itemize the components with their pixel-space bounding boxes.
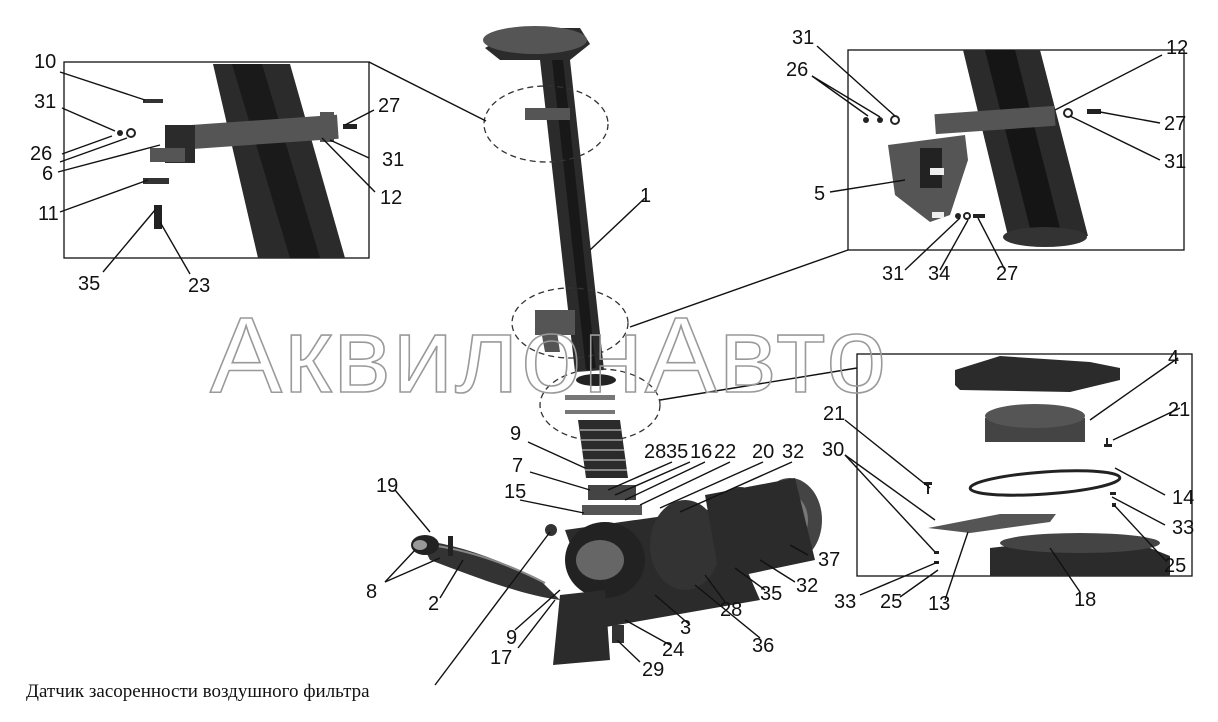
leader-lines	[57, 45, 1181, 686]
label-27: 27	[996, 263, 1018, 285]
label-12: 12	[380, 187, 402, 209]
label-24: 24	[662, 639, 684, 661]
label-17: 17	[490, 647, 512, 669]
label-5: 5	[814, 183, 825, 205]
label-32: 32	[796, 575, 818, 597]
label-29: 29	[642, 659, 664, 681]
label-3: 3	[680, 617, 691, 639]
label-11: 11	[38, 203, 59, 225]
intake-hose	[411, 535, 560, 600]
bellows-and-filter-housing	[545, 420, 822, 665]
label-31: 31	[882, 263, 904, 285]
label-8: 8	[366, 581, 377, 603]
label-35: 35	[666, 441, 688, 463]
label-37: 37	[818, 549, 840, 571]
watermark: АквилонАвто	[210, 294, 888, 415]
label-4: 4	[1168, 347, 1179, 369]
label-35: 35	[760, 583, 782, 605]
label-30: 30	[822, 439, 844, 461]
detail-oval-middle	[511, 287, 629, 359]
label-26: 26	[786, 59, 808, 81]
label-19: 19	[376, 475, 398, 497]
label-31: 31	[1164, 151, 1186, 173]
label-20: 20	[752, 441, 774, 463]
label-7: 7	[512, 455, 523, 477]
label-35: 35	[78, 273, 100, 295]
right-top-inset-pipe	[863, 50, 1101, 247]
label-1: 1	[640, 185, 651, 207]
label-31: 31	[792, 27, 814, 49]
label-33: 33	[834, 591, 856, 613]
label-25: 25	[1164, 555, 1186, 577]
right-bottom-inset-parts	[924, 356, 1170, 576]
label-6: 6	[42, 163, 53, 185]
label-27: 27	[1164, 113, 1186, 135]
detail-oval-top	[483, 85, 609, 163]
label-9: 9	[510, 423, 521, 445]
label-36: 36	[752, 635, 774, 657]
left-inset-pipe	[117, 64, 357, 258]
label-26: 26	[30, 143, 52, 165]
label-28: 28	[720, 599, 742, 621]
label-31: 31	[382, 149, 404, 171]
label-13: 13	[928, 593, 950, 615]
label-22: 22	[714, 441, 736, 463]
label-18: 18	[1074, 589, 1096, 611]
label-33: 33	[1172, 517, 1194, 539]
label-14: 14	[1172, 487, 1194, 509]
detail-oval-lower	[539, 368, 661, 442]
part-labels: 10 31 26 6 11 35 23 27 31 12 31 26 12 27…	[30, 27, 1194, 681]
label-34: 34	[928, 263, 950, 285]
label-15: 15	[504, 481, 526, 503]
label-2: 2	[428, 593, 439, 615]
label-25: 25	[880, 591, 902, 613]
label-28: 28	[644, 441, 666, 463]
label-10: 10	[34, 51, 56, 73]
label-21: 21	[823, 403, 845, 425]
caption: Датчик засоренности воздушного фильтра	[26, 681, 370, 702]
intake-pipe-main	[483, 26, 616, 414]
label-12: 12	[1166, 37, 1188, 59]
label-31: 31	[34, 91, 56, 113]
label-16: 16	[690, 441, 712, 463]
label-32: 32	[782, 441, 804, 463]
label-9: 9	[506, 627, 517, 649]
label-23: 23	[188, 275, 210, 297]
label-21: 21	[1168, 399, 1190, 421]
label-27: 27	[378, 95, 400, 117]
